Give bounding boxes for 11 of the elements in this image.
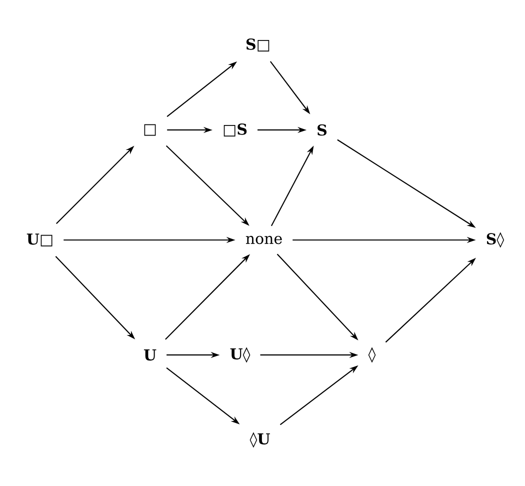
node-label: S: [318, 124, 327, 136]
node-label: S□: [246, 38, 270, 52]
node-label: U◊: [230, 347, 250, 363]
node-label: S◊: [486, 232, 504, 248]
node-label: none: [246, 236, 282, 244]
node-label: U: [144, 349, 156, 361]
node-label: U□: [26, 234, 52, 246]
node-label: ◊: [368, 347, 376, 363]
node-label: ◊U: [250, 432, 270, 448]
node-label: □S: [224, 124, 247, 136]
node-label: □: [144, 124, 156, 136]
